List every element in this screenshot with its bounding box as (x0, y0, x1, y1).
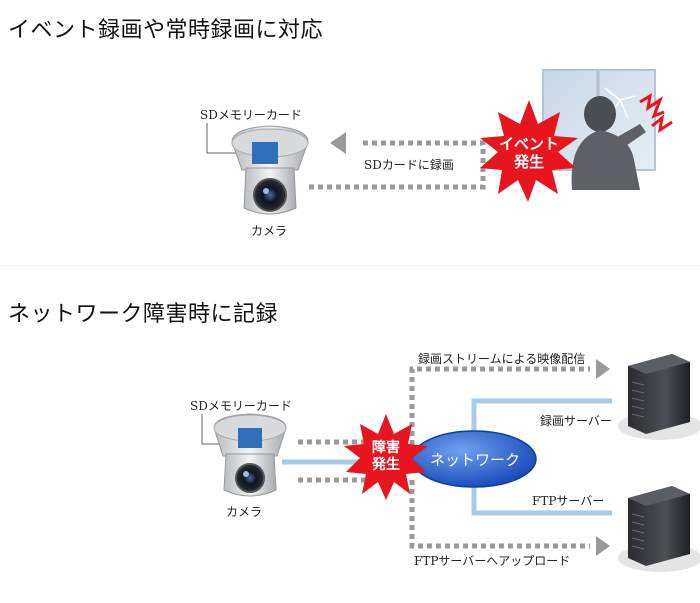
server-icon (618, 486, 700, 572)
stream-label: 録画ストリームによる映像配信 (418, 352, 586, 366)
arrow-label: SDカードに録画 (364, 158, 454, 172)
sd-card-label: SDメモリーカード (190, 399, 292, 413)
sd-card-icon (238, 428, 262, 448)
server-icon (618, 354, 700, 440)
sd-card-icon (252, 142, 278, 164)
camera-icon (213, 413, 287, 497)
failure-line2: 発生 (372, 457, 400, 473)
camera-label: カメラ (226, 505, 263, 519)
failure-line1: 障害 (372, 440, 400, 456)
event-line2: 発生 (513, 153, 544, 171)
section-event-recording: イベント録画や常時録画に対応 (0, 0, 700, 265)
section-title: イベント録画や常時録画に対応 (8, 18, 324, 43)
event-burst-text: イベント 発生 (494, 135, 564, 171)
recording-server-label: 録画サーバー (540, 414, 612, 428)
ftp-server-label: FTPサーバー (532, 494, 605, 508)
failure-burst-text: 障害 発生 (356, 440, 416, 474)
event-burst (480, 100, 578, 202)
event-line1: イベント (498, 135, 559, 153)
burglar-icon (542, 69, 656, 190)
section-network-failure: ネットワーク障害時に記録 (0, 265, 700, 603)
sd-card-label: SDメモリーカード (200, 108, 302, 122)
ftp-upload-label: FTPサーバーへアップロード (414, 554, 571, 568)
local-recording-paths (298, 366, 590, 549)
network-failure-diagram (201, 354, 700, 572)
event-recording-diagram (206, 69, 673, 215)
camera-label: カメラ (251, 224, 288, 238)
section-title: ネットワーク障害時に記録 (8, 302, 279, 327)
failure-burst (344, 414, 428, 500)
network-label: ネットワーク (430, 451, 521, 469)
sd-recording-arrow (309, 132, 486, 190)
camera-icon (231, 125, 309, 215)
lightning-icon (639, 93, 673, 134)
